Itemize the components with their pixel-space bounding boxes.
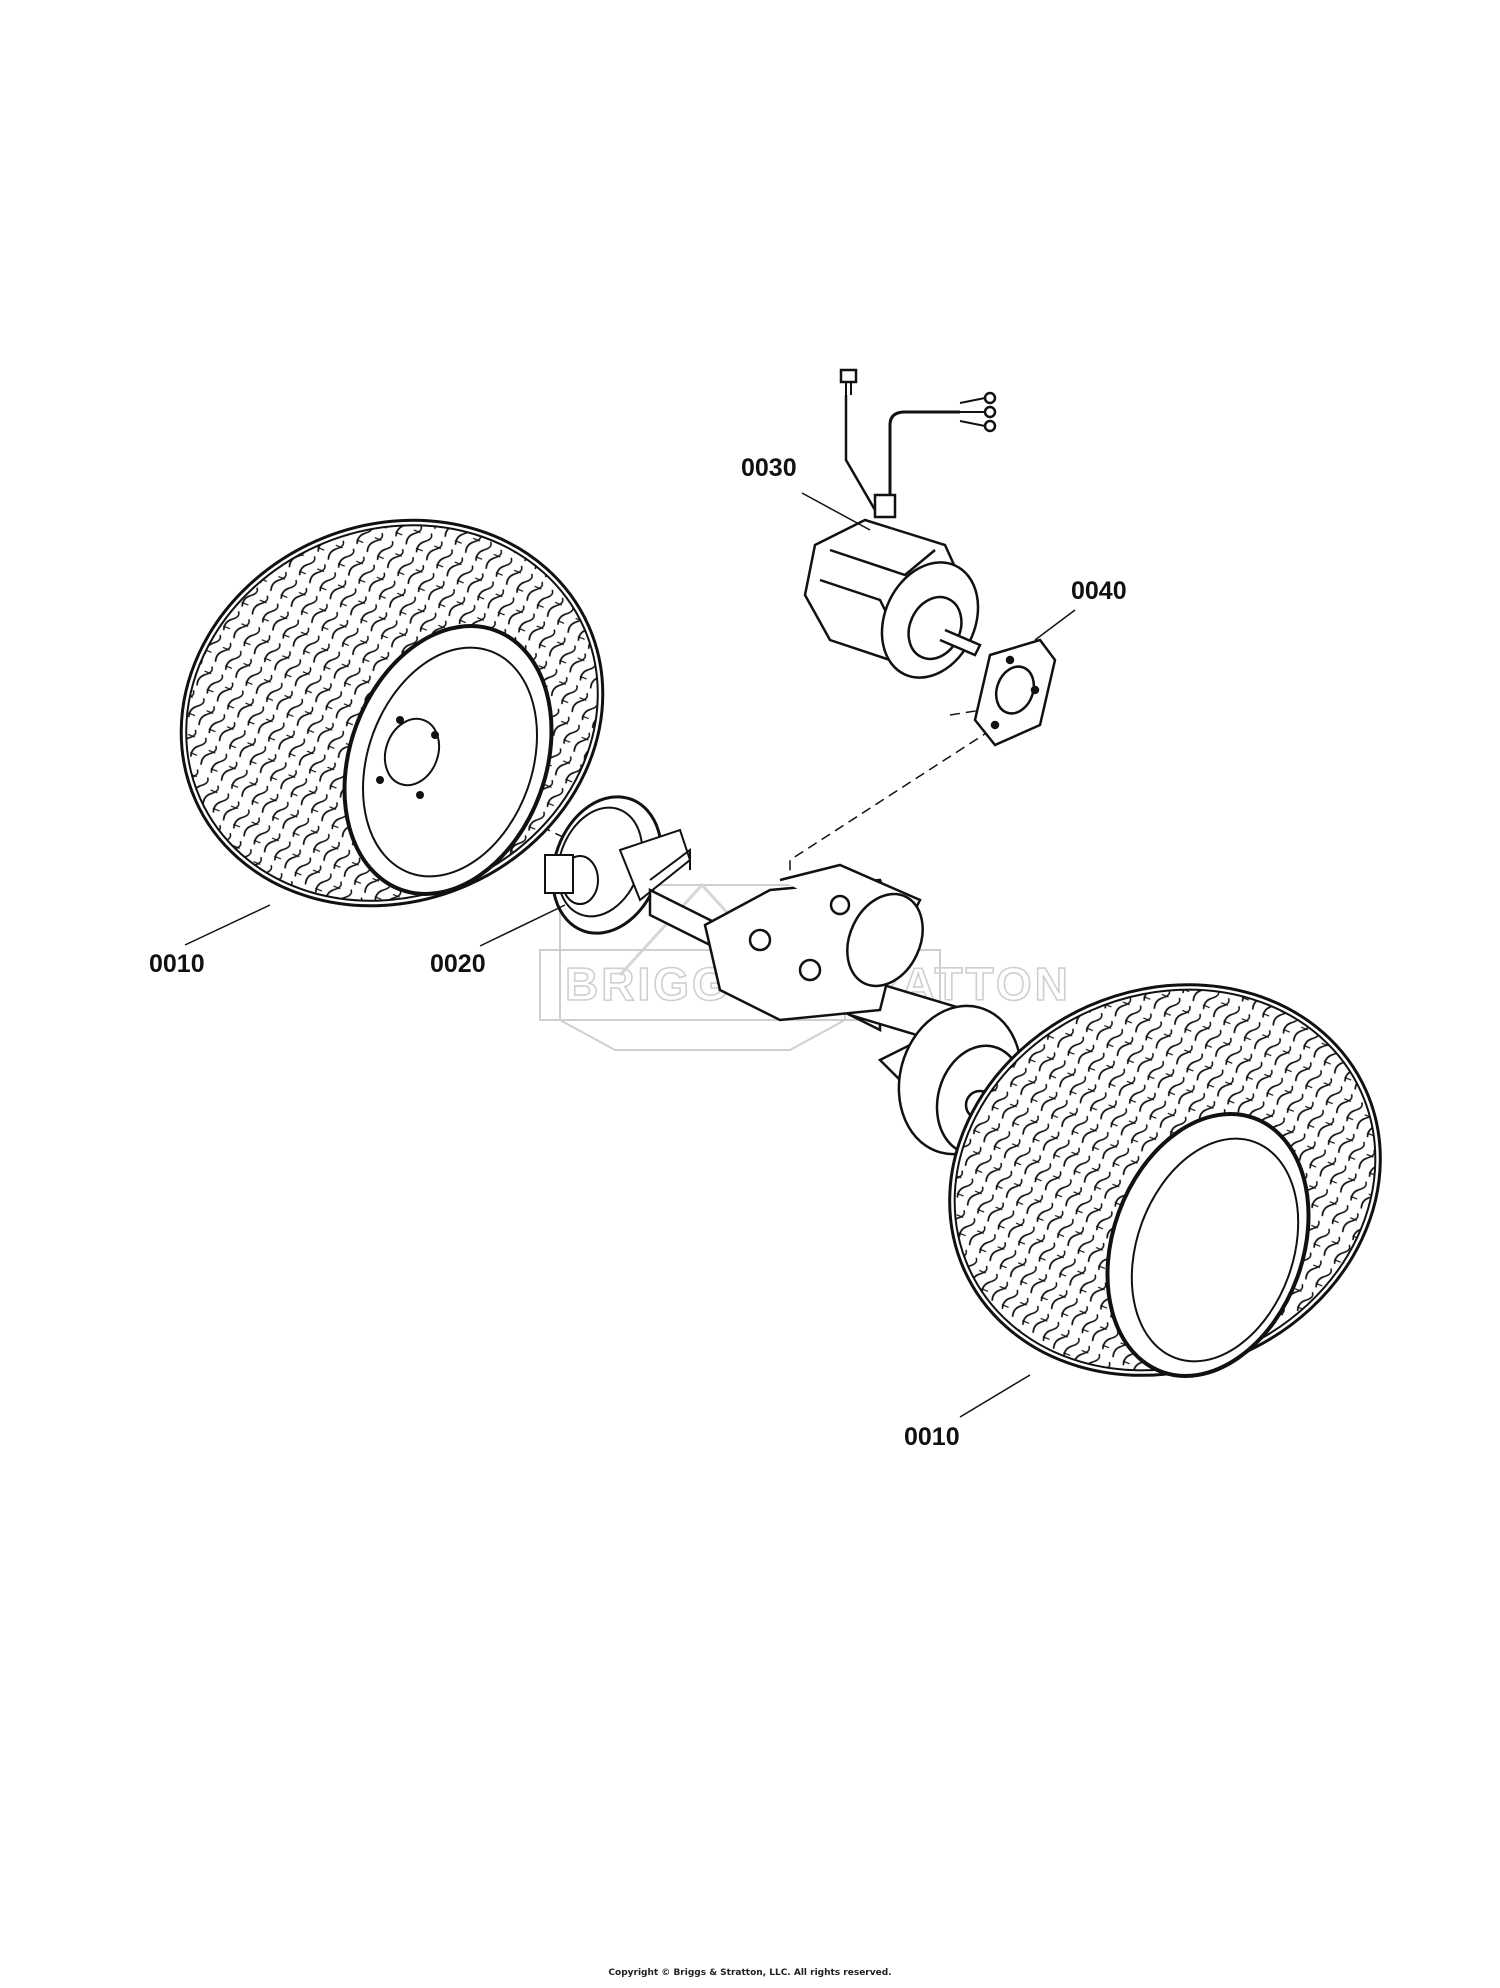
- leader-lines: [184, 492, 1076, 1418]
- callout-wheel-left: 0010: [149, 950, 205, 978]
- right-wheel: [948, 983, 1382, 1378]
- callout-brake-hub: 0020: [430, 950, 486, 978]
- left-wheel: [179, 518, 605, 908]
- copyright-notice: Copyright © Briggs & Stratton, LLC. All …: [608, 1968, 892, 1978]
- drive-motor: [803, 368, 997, 679]
- callout-gasket: 0040: [1071, 577, 1127, 605]
- motor-gasket: [973, 638, 1057, 747]
- callout-wheel-right: 0010: [904, 1423, 960, 1451]
- brake-hub-assembly: [544, 795, 692, 935]
- callout-motor: 0030: [741, 454, 797, 482]
